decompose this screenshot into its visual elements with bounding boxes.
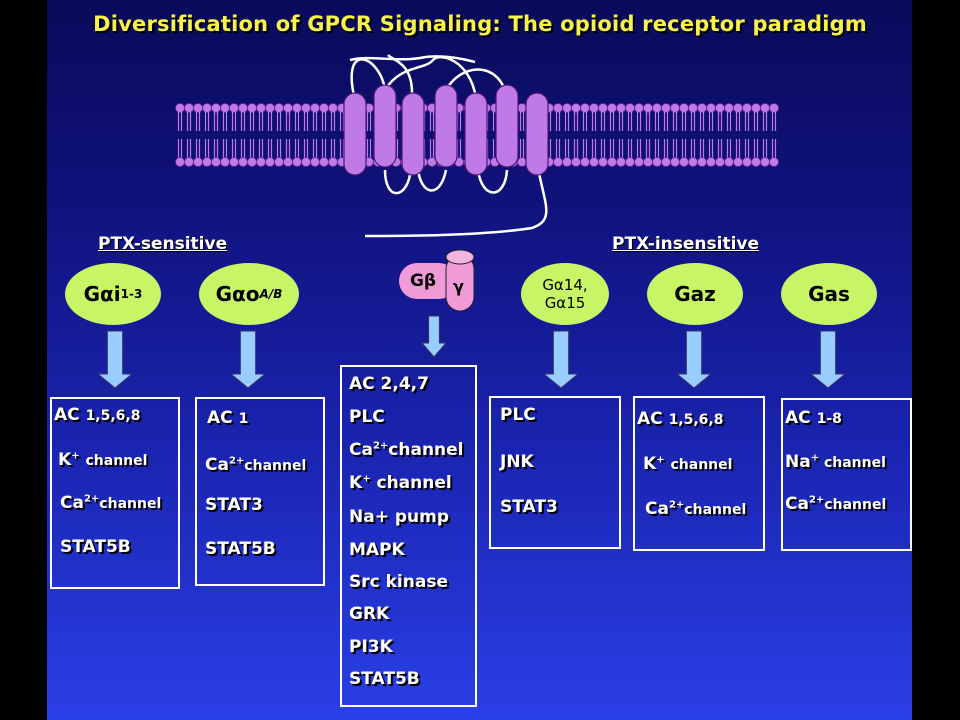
gas-ac-item: AC 1-8 <box>785 408 842 428</box>
gbg-na-pump-item: Na+ pump <box>349 507 450 527</box>
gbg-grk-item: GRK <box>349 604 390 624</box>
gai-k-channel-item: K+ channel <box>58 450 148 470</box>
ga14-stat3-item: STAT3 <box>500 497 558 517</box>
gaz-k-channel-item: K+ channel <box>643 454 733 474</box>
g-alpha-s-ellipse: Gas <box>781 263 877 325</box>
slide-title: Diversification of GPCR Signaling: The o… <box>93 12 867 36</box>
g-gamma-subunit <box>445 249 475 312</box>
gaz-ac-item: AC 1,5,6,8 <box>637 409 724 429</box>
gas-ca-channel-item: Ca2+channel <box>785 494 887 514</box>
gaz-effectors-box <box>633 396 765 551</box>
g-alpha-z-ellipse: Gaz <box>647 263 743 325</box>
gas-effectors-box <box>781 398 912 551</box>
gao-stat5b-item: STAT5B <box>205 539 276 559</box>
gao-effectors-box <box>195 397 325 586</box>
ptx-insensitive-label: PTX-insensitive <box>612 234 760 254</box>
g-alpha-14-label: Gα14, <box>542 276 588 294</box>
gai-ac-item: AC 1,5,6,8 <box>54 405 141 425</box>
gbg-effectors-box <box>340 365 477 707</box>
ga14-effectors-box <box>489 396 621 549</box>
g-alpha-i-subtype: 1-3 <box>120 287 143 301</box>
gbg-ac-item: AC 2,4,7 <box>349 374 429 394</box>
gai-stat5b-item: STAT5B <box>60 537 131 557</box>
g-alpha-o-label: Gαo <box>215 282 260 306</box>
gao-ca-channel-item: Ca2+channel <box>205 455 307 475</box>
gbg-stat5b-item: STAT5B <box>349 669 420 689</box>
g-alpha-15-label: Gα15 <box>544 294 586 312</box>
gao-stat3-item: STAT3 <box>205 495 263 515</box>
ga14-jnk-item: JNK <box>500 452 534 472</box>
ptx-sensitive-label: PTX-sensitive <box>98 234 228 254</box>
g-alpha-14-15-ellipse: Gα14, Gα15 <box>521 263 609 325</box>
g-alpha-i-label: Gαi <box>83 282 121 306</box>
ga14-plc-item: PLC <box>500 405 536 425</box>
gbg-mapk-item: MAPK <box>349 540 405 560</box>
gaz-ca-channel-item: Ca2+channel <box>645 499 747 519</box>
gbg-pi3k-item: PI3K <box>349 637 393 657</box>
gbg-k-channel-item: K+ channel <box>349 473 452 493</box>
gai-effectors-box <box>50 397 180 589</box>
g-gamma-label: γ <box>453 277 464 296</box>
gas-na-channel-item: Na+ channel <box>785 452 886 472</box>
gbg-src-kinase-item: Src kinase <box>349 572 448 592</box>
g-alpha-o-subtype: A/B <box>259 287 283 301</box>
gai-ca-channel-item: Ca2+channel <box>60 493 162 513</box>
gao-ac-item: AC 1 <box>207 408 249 428</box>
gbg-plc-item: PLC <box>349 407 385 427</box>
g-beta-label: Gβ <box>409 271 437 291</box>
gbg-ca-channel-item: Ca2+channel <box>349 440 464 460</box>
opioid-receptor <box>343 54 549 238</box>
